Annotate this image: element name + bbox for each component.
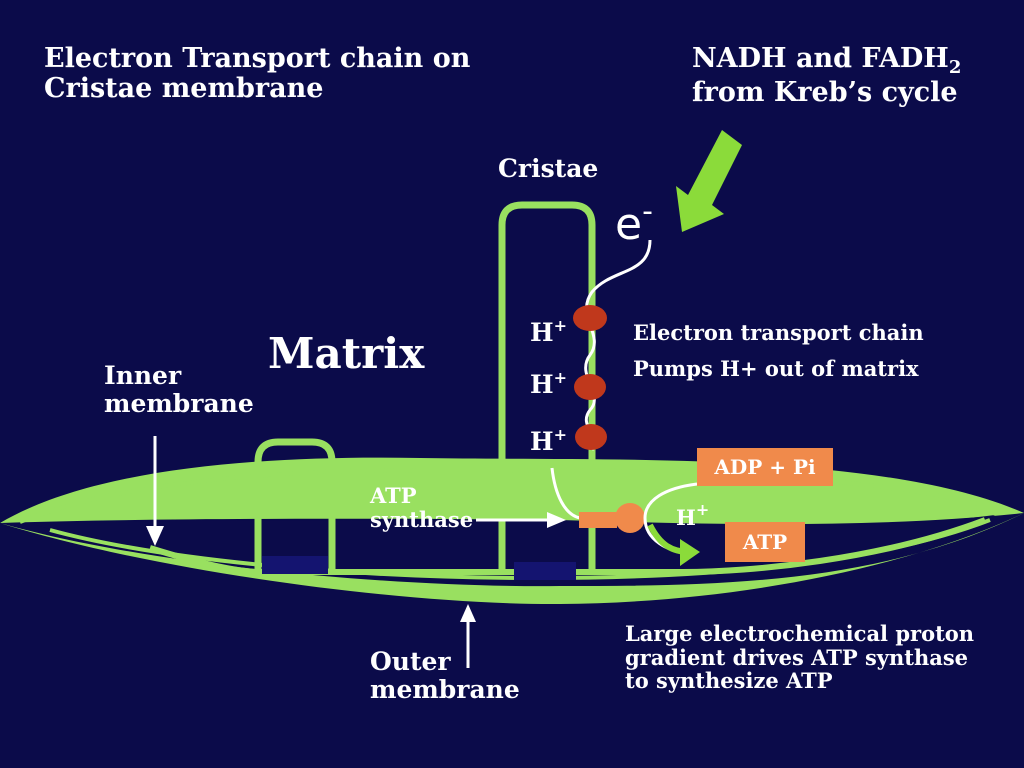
gradient-line-3: to synthesize ATP <box>625 668 833 694</box>
outer-membrane-line-1: Outer <box>370 647 451 676</box>
nadh-fadh-label: NADH and FADH2 from Kreb’s cycle <box>692 43 962 109</box>
electron-symbol: e <box>615 199 643 250</box>
proton-charge: + <box>553 425 568 444</box>
nadh-line-2: from Kreb’s cycle <box>692 77 958 109</box>
nadh-text: NADH and FADH <box>692 43 949 74</box>
inner-membrane-baseline <box>149 517 987 575</box>
title-line-2: Cristae membrane <box>44 73 324 105</box>
tall-crista-base <box>514 562 576 580</box>
proton-label-2: H+ <box>530 368 567 399</box>
etc-line-2: Pumps H+ out of matrix <box>633 355 919 381</box>
etc-complex-1 <box>573 305 607 331</box>
electron-label: e- <box>615 195 653 249</box>
inner-membrane-line-1: Inner <box>104 361 182 390</box>
atp-synthase-pointer-head <box>547 512 566 528</box>
cristae-label: Cristae <box>498 154 599 183</box>
title-line-1: Electron Transport chain on <box>44 43 471 74</box>
proton-symbol: H <box>530 370 554 399</box>
atp-box: ATP <box>725 522 805 562</box>
proton-path <box>550 467 581 520</box>
outer-membrane-line-2: membrane <box>370 675 520 704</box>
etc-description: Electron transport chain Pumps H+ out of… <box>633 315 924 386</box>
atp-flow-arrowhead <box>680 539 700 566</box>
nadh-line-1: NADH and FADH2 <box>692 43 962 78</box>
electron-path <box>584 239 652 451</box>
inner-membrane-pointer-head <box>146 526 164 546</box>
etc-complex-2 <box>574 374 606 400</box>
atp-synthase-label: ATP synthase <box>370 484 473 531</box>
adp-pi-box: ADP + Pi <box>697 448 833 486</box>
proton-label-synthase: H+ <box>676 500 709 530</box>
proton-symbol: H <box>530 427 554 456</box>
small-crista-base <box>262 556 328 574</box>
etc-line-1: Electron transport chain <box>633 320 924 345</box>
proton-label-1: H+ <box>530 316 567 347</box>
proton-charge: + <box>553 368 568 387</box>
gradient-description: Large electrochemical proton gradient dr… <box>625 622 974 693</box>
outer-membrane-pointer-head <box>460 604 476 622</box>
atp-synthase-channel <box>579 512 617 528</box>
atp-synthase-line-1: ATP <box>370 483 417 508</box>
small-crista <box>254 438 336 572</box>
proton-symbol: H <box>676 505 696 530</box>
diagram-title: Electron Transport chain on Cristae memb… <box>44 43 471 105</box>
inner-membrane-arc-top <box>19 467 1001 524</box>
electron-charge: - <box>642 194 653 229</box>
inner-membrane-label: Inner membrane <box>104 362 254 418</box>
matrix-label: Matrix <box>268 329 425 378</box>
outer-membrane-label: Outer membrane <box>370 648 520 704</box>
proton-charge: + <box>695 500 710 519</box>
proton-symbol: H <box>530 318 554 347</box>
etc-complex-3 <box>575 424 607 450</box>
proton-charge: + <box>553 316 568 335</box>
gradient-line-1: Large electrochemical proton <box>625 621 975 646</box>
atp-synthase-line-2: synthase <box>370 506 474 532</box>
atp-synthase-head <box>615 503 645 533</box>
proton-label-3: H+ <box>530 425 567 456</box>
inner-membrane-line-2: membrane <box>104 389 254 418</box>
tall-crista <box>498 201 596 572</box>
fadh-subscript: 2 <box>948 57 962 78</box>
gradient-line-2: gradient drives ATP synthase <box>625 644 969 670</box>
nadh-arrow <box>676 130 742 232</box>
